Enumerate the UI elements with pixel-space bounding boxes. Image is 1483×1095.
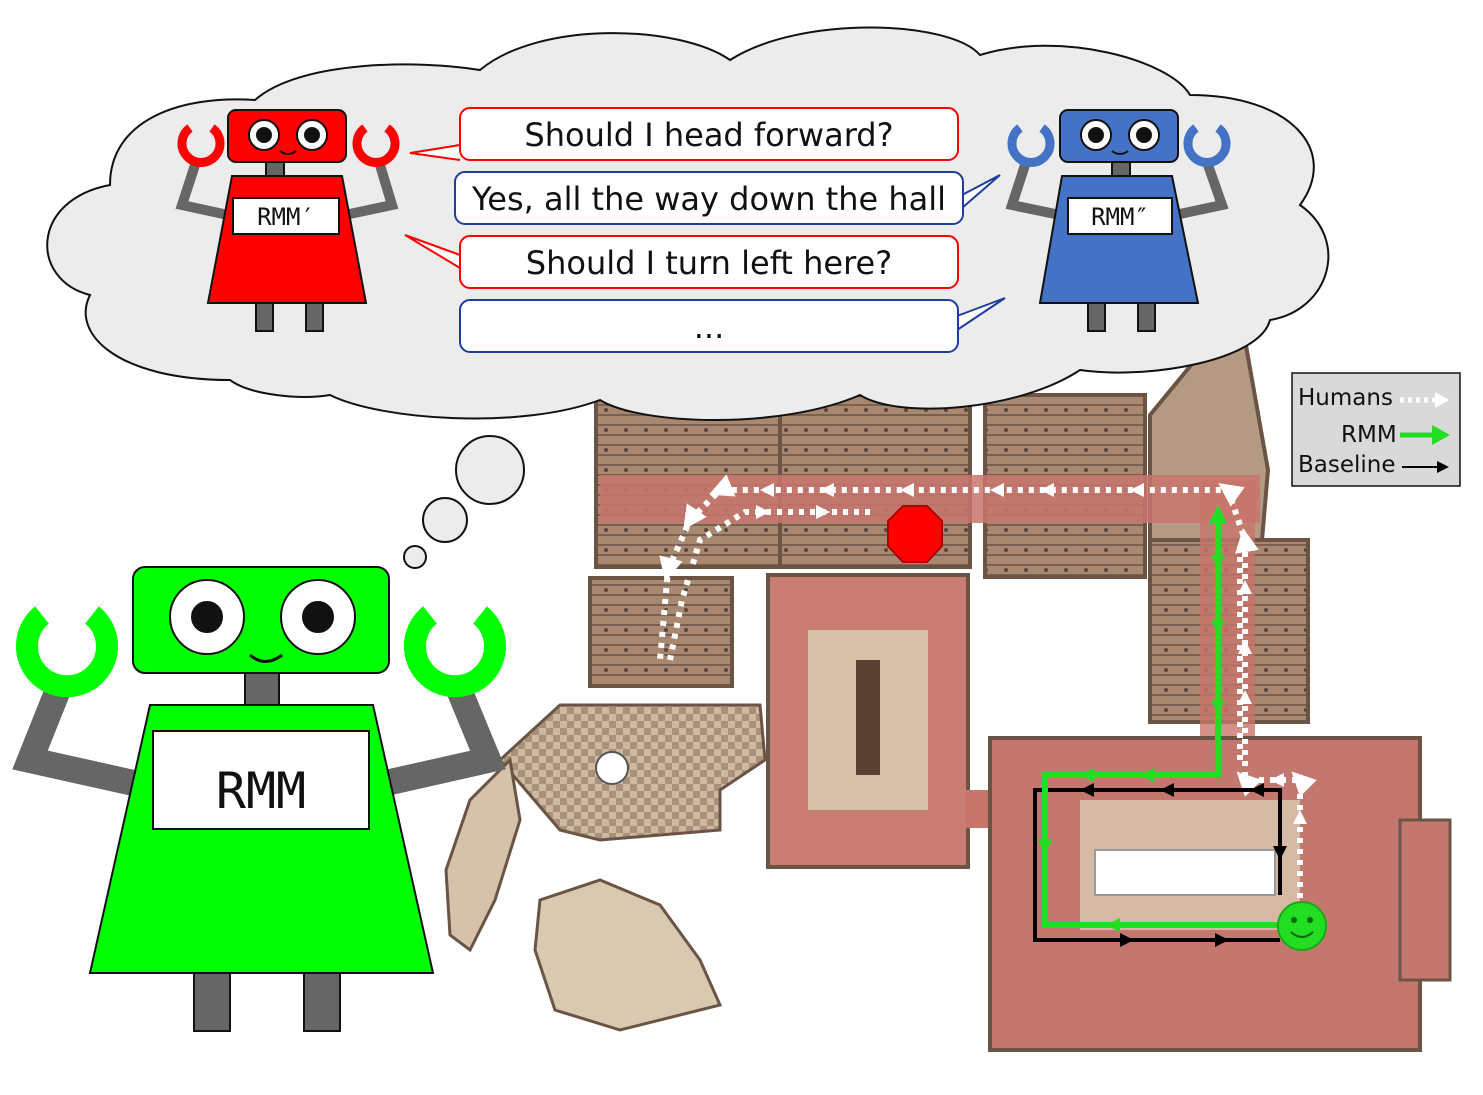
robot-answerer-label: RMM″ <box>1091 203 1149 231</box>
legend-humans-label: Humans <box>1298 385 1393 411</box>
room-fragment-1 <box>444 756 522 953</box>
rmm-path-arrows <box>1038 505 1227 932</box>
robot-asker: RMM′ <box>175 109 400 332</box>
answer-1-text: Yes, all the way down the hall <box>471 180 946 218</box>
thought-bubble-large <box>455 435 525 505</box>
speech-bubble-q2: Should I turn left here? <box>404 234 959 289</box>
speech-bubble-q1: Should I head forward? <box>409 107 959 161</box>
thought-bubble-small <box>403 545 427 569</box>
legend: Humans RMM Baseline <box>1291 372 1461 487</box>
speech-bubble-a1: Yes, all the way down the hall <box>454 171 1001 225</box>
legend-baseline-label: Baseline <box>1298 452 1396 478</box>
answer-2-text: ... <box>694 308 725 346</box>
question-2-text: Should I turn left here? <box>526 244 892 282</box>
question-1-text: Should I head forward? <box>524 116 893 154</box>
robot-main-label: RMM <box>216 762 306 820</box>
baseline-path-arrows <box>1080 783 1287 947</box>
robot-answerer-body <box>1038 175 1200 304</box>
hallway-right <box>1200 480 1255 770</box>
thought-bubble-medium <box>422 497 468 543</box>
robot-main: RMM <box>12 566 506 1032</box>
room-tiled <box>497 703 767 842</box>
dining-table <box>856 660 880 775</box>
smiley-face-icon <box>1277 901 1327 951</box>
legend-rmm-label: RMM <box>1341 422 1397 448</box>
robot-asker-label: RMM′ <box>257 203 315 231</box>
robot-asker-body <box>206 175 368 304</box>
room-fragment-2 <box>533 878 723 1032</box>
courtyard <box>1094 849 1276 896</box>
stop-octagon-icon <box>887 505 943 563</box>
humans-path-arrows <box>756 483 1307 824</box>
robot-answerer: RMM″ <box>1005 109 1231 332</box>
rmm-path <box>1042 510 1280 928</box>
baseline-path <box>1033 788 1282 942</box>
speech-bubble-a2: ... <box>459 297 1006 353</box>
